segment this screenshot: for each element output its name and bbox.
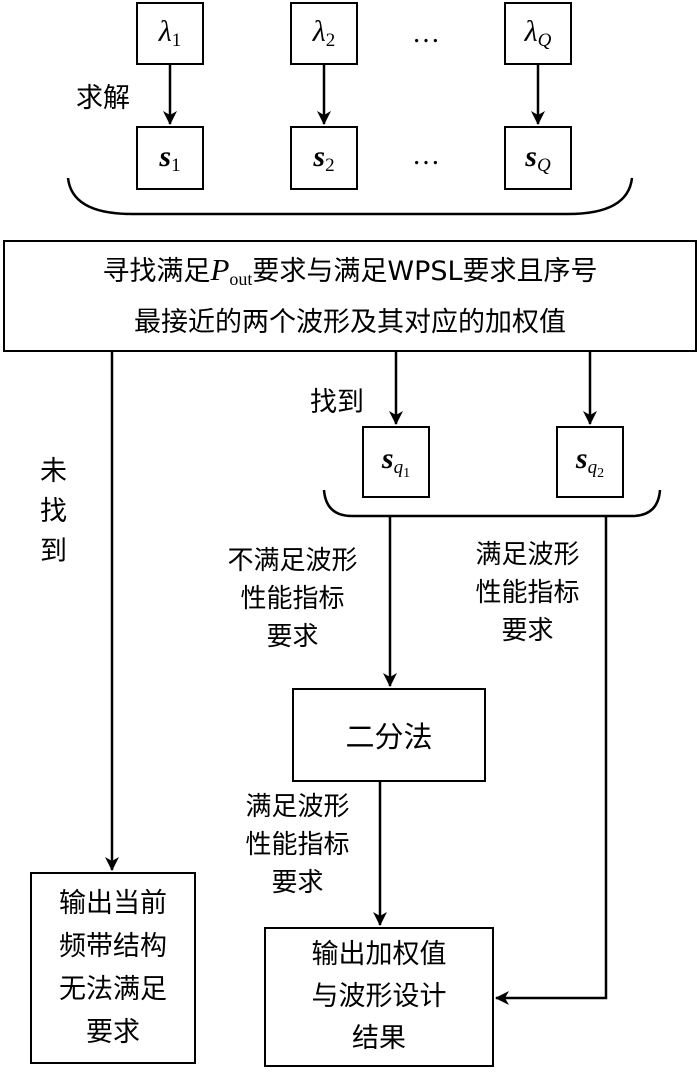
satisfy-label-mid: 满足波形 性能指标 要求 [245, 792, 350, 898]
brace-top [66, 177, 634, 216]
lambdaQ-box: λQ [504, 2, 572, 65]
sq1-box: sq1 [362, 426, 430, 498]
arrow-satisfy-route [495, 516, 608, 1005]
sQ-label: sQ [525, 139, 551, 176]
found-label: 找到 [310, 387, 364, 418]
s-ellipsis: … [412, 140, 440, 171]
lambda1-box: λ1 [136, 2, 204, 65]
satisfy-label-right: 满足波形 性能指标 要求 [475, 540, 580, 646]
search-box: 寻找满足Pout要求与满足WPSL要求且序号 最接近的两个波形及其对应的加权值 [3, 240, 697, 352]
s2-box: s2 [290, 126, 358, 190]
not-satisfy-label: 不满足波形 性能指标 要求 [227, 546, 358, 652]
s1-box: s1 [136, 126, 204, 190]
output-result-box: 输出加权值 与波形设计 结果 [264, 927, 494, 1067]
lambdaQ-label: λQ [524, 15, 552, 51]
sq2-box: sq2 [556, 426, 624, 498]
search-box-line2: 最接近的两个波形及其对应的加权值 [134, 306, 566, 338]
not-found-label: 未 找 到 [40, 456, 67, 567]
output-fail-box: 输出当前 频带结构 无法满足 要求 [30, 872, 196, 1064]
brace-sq [322, 489, 662, 518]
search-box-line1: 寻找满足Pout要求与满足WPSL要求且序号 [102, 251, 598, 289]
sq1-label: sq1 [381, 441, 411, 481]
s2-label: s2 [313, 139, 335, 176]
lambda-ellipsis: … [412, 18, 440, 49]
lambda2-label: λ2 [312, 15, 336, 51]
bisection-box: 二分法 [292, 688, 486, 782]
s1-label: s1 [159, 139, 181, 176]
solve-label: 求解 [76, 83, 130, 114]
sq2-label: sq2 [575, 441, 605, 481]
sQ-box: sQ [504, 126, 572, 190]
lambda2-box: λ2 [290, 2, 358, 65]
lambda1-label: λ1 [158, 15, 182, 51]
